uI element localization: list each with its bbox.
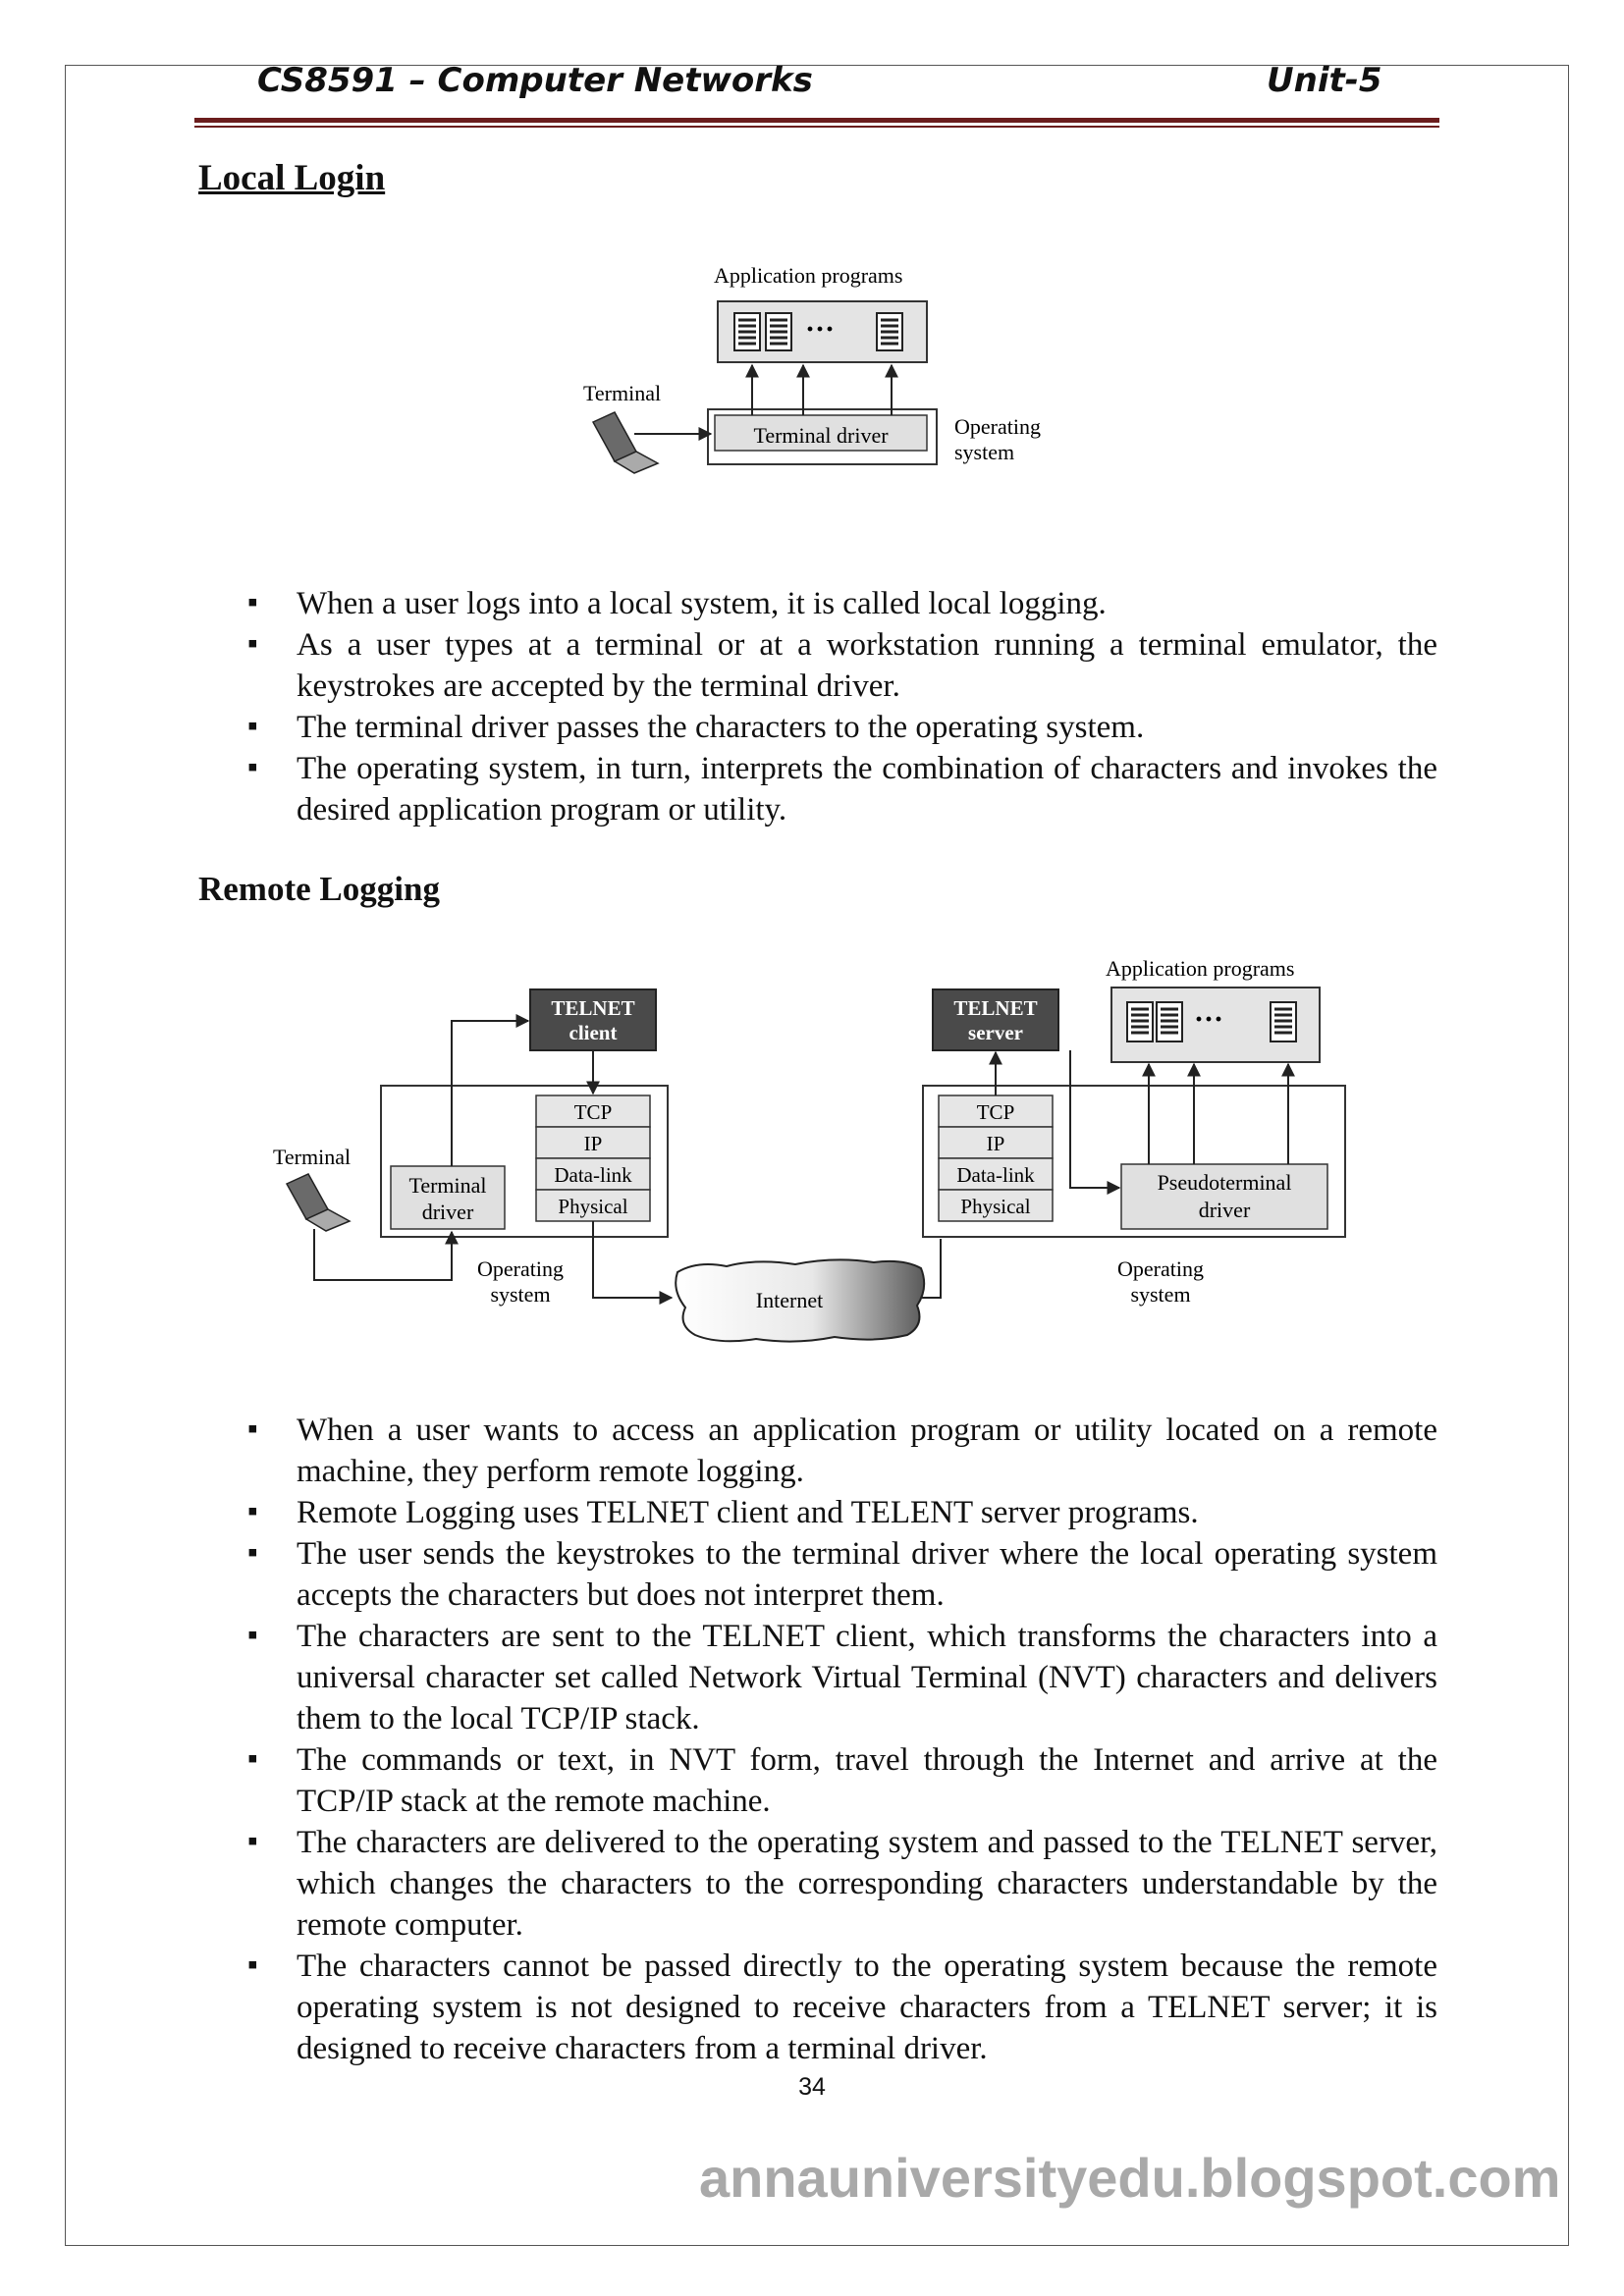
local-terminal-driver-box	[714, 414, 928, 452]
list-item: When a user logs into a local system, it…	[242, 582, 1437, 624]
pseudoterminal-label-1: Pseudoterminal	[1158, 1170, 1292, 1195]
header-rule-thin	[194, 126, 1439, 128]
list-item: The terminal driver passes the character…	[242, 706, 1437, 748]
stack-layer-label: Physical	[960, 1195, 1030, 1218]
remote-os-label-2: system	[1130, 1282, 1190, 1307]
remote-terminal-label: Terminal	[273, 1145, 351, 1169]
internet-cloud	[675, 1258, 926, 1343]
stack-layer-label: Physical	[558, 1195, 627, 1218]
document-icon	[1126, 1001, 1154, 1042]
list-item: The operating system, in turn, interpret…	[242, 747, 1437, 830]
list-item: The commands or text, in NVT form, trave…	[242, 1738, 1437, 1822]
header-rule	[194, 118, 1439, 123]
watermark: annauniversityedu.blogspot.com	[699, 2147, 1561, 2209]
remote-os-label-1: Operating	[1117, 1256, 1204, 1281]
list-item: As a user types at a terminal or at a wo…	[242, 623, 1437, 707]
telnet-server-box	[932, 988, 1059, 1051]
terminal-driver-label-1: Terminal	[408, 1173, 486, 1198]
list-item: The characters cannot be passed directly…	[242, 1945, 1437, 2069]
telnet-client-label-2: client	[569, 1021, 618, 1044]
stack-layer-label: IP	[987, 1132, 1005, 1155]
stack-layer-label: IP	[584, 1132, 603, 1155]
header-title: CS8591 – Computer Networks	[257, 61, 813, 100]
list-item: The user sends the keystrokes to the ter…	[242, 1532, 1437, 1616]
page-border	[65, 65, 1569, 2246]
local-login-diagram: Application programs ··· Terminal driver…	[583, 263, 1041, 474]
terminal-driver-label-2: driver	[422, 1200, 474, 1224]
local-os-label-2: system	[954, 440, 1014, 464]
internet-label: Internet	[756, 1288, 823, 1312]
header-unit: Unit-5	[1267, 61, 1382, 100]
stack-layer-label: Data-link	[956, 1163, 1035, 1187]
telnet-server-label-2: server	[968, 1021, 1023, 1044]
pseudoterminal-driver-box	[1120, 1163, 1328, 1230]
telnet-server-label-1: TELNET	[953, 996, 1037, 1020]
laptop-icon	[591, 411, 660, 474]
telnet-client-label-1: TELNET	[551, 996, 634, 1020]
local-terminal-driver-label: Terminal driver	[753, 423, 889, 448]
document-icon	[733, 312, 761, 351]
document-icon	[1156, 1001, 1183, 1042]
list-item: The characters are sent to the TELNET cl…	[242, 1615, 1437, 1739]
server-tcpip-stack: TCP IP Data-link Physical	[938, 1095, 1054, 1222]
client-tcpip-stack: TCP IP Data-link Physical	[535, 1095, 651, 1222]
local-os-label-2: system	[490, 1282, 550, 1307]
document-icon	[876, 312, 903, 351]
document-icon	[765, 312, 792, 351]
stack-layer-label: TCP	[977, 1100, 1015, 1124]
terminal-driver-box	[390, 1165, 506, 1230]
list-item: Remote Logging uses TELNET client and TE…	[242, 1491, 1437, 1533]
remote-logging-bullets: When a user wants to access an applicati…	[242, 1409, 1437, 2069]
ellipsis: ···	[805, 313, 835, 346]
document-icon	[1270, 1001, 1297, 1042]
ellipsis: ···	[1194, 1003, 1223, 1036]
laptop-icon	[285, 1173, 352, 1232]
remote-app-programs-label: Application programs	[1106, 956, 1294, 981]
stack-layer-label: Data-link	[554, 1163, 632, 1187]
local-os-label-1: Operating	[477, 1256, 564, 1281]
list-item: When a user wants to access an applicati…	[242, 1409, 1437, 1492]
local-os-label-1: Operating	[954, 414, 1041, 439]
local-login-bullets: When a user logs into a local system, it…	[242, 582, 1437, 830]
pseudoterminal-label-2: driver	[1199, 1198, 1251, 1222]
section-heading-remote-logging: Remote Logging	[198, 870, 440, 908]
list-item: The characters are delivered to the oper…	[242, 1821, 1437, 1946]
telnet-client-box	[529, 988, 657, 1051]
section-heading-local-login: Local Login	[198, 158, 386, 198]
stack-layer-label: TCP	[574, 1100, 613, 1124]
local-app-programs-label: Application programs	[714, 263, 902, 288]
remote-logging-diagram: TELNET client Terminal driver TCP IP Dat…	[273, 956, 1346, 1343]
local-terminal-label: Terminal	[583, 381, 661, 405]
page-number: 34	[798, 2073, 826, 2101]
